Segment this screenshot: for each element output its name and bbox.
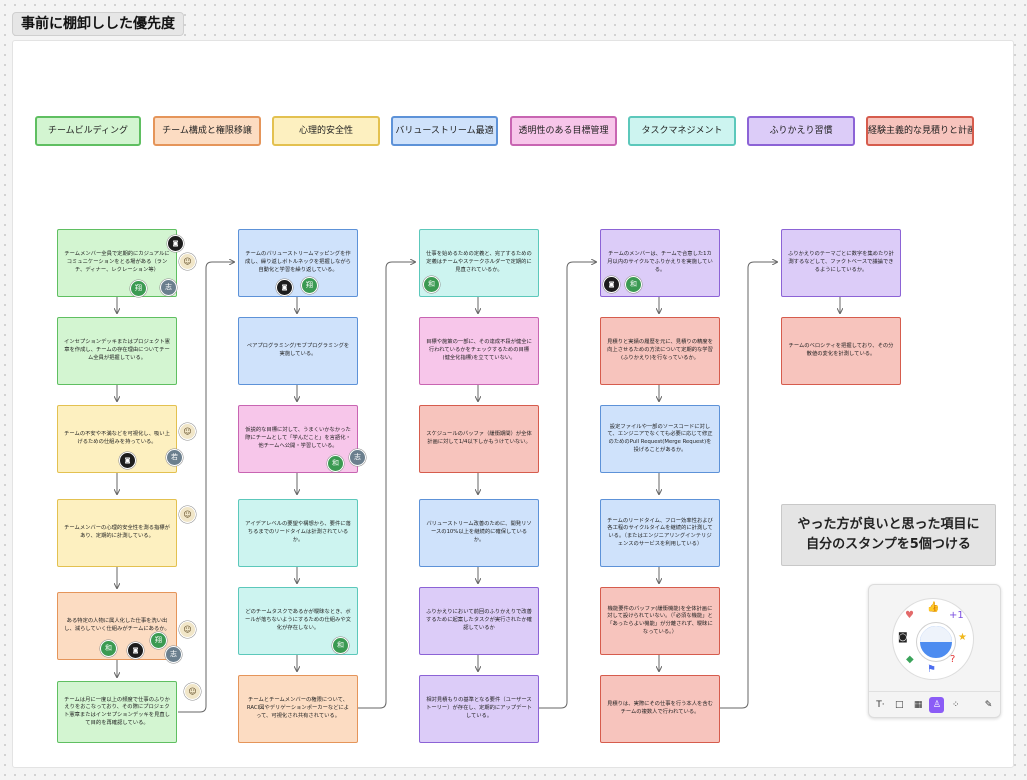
note-team-estimation[interactable]: 見積りは、実際にその仕事を行う本人を含むチームの複数人で行われている。 <box>600 675 720 743</box>
note-retro-follow-up[interactable]: ふりかえりにおいて前回のふりかえりで改善するために起案したタスクが実行されたか確… <box>419 587 539 655</box>
instruction-callout[interactable]: やった方が良いと思った項目に 自分のスタンプを5個つける <box>781 504 996 566</box>
note-velocity-variance[interactable]: チームのベロシティを把握しており、その分散値の変化を計測している。 <box>781 317 901 385</box>
note-health-metric[interactable]: 目標や施策の一部に、その達成不段が健全に行われているかをチェックするための目標(… <box>419 317 539 385</box>
callout-line-1: やった方が良いと思った項目に <box>797 516 980 532</box>
stamp-name-c[interactable]: 和 <box>332 637 349 654</box>
stamp-name-b[interactable]: 志 <box>165 646 182 663</box>
stamp-name-b[interactable]: 志 <box>349 449 366 466</box>
note-feature-buffer[interactable]: 機能要件のバッファ(緩衝機能)を全体計画に対して設けられていない。（「必須な機能… <box>600 587 720 655</box>
note-lead-time-metrics[interactable]: チームのリードタイム、フロー効率性および各工程のサイクルタイムを継続的に計測して… <box>600 499 720 567</box>
note-safety-metric[interactable]: チームメンバーの心理的安全性を測る指標があり、定期的に計測している。 <box>57 499 177 567</box>
category-goal-management[interactable]: 透明性のある目標管理 <box>510 116 617 146</box>
note-value-stream-mapping[interactable]: チームのバリューストリームマッピングを作成し、繰り返しボトルネックを把握しながら… <box>238 229 358 297</box>
category-retrospective[interactable]: ふりかえり習慣 <box>747 116 855 146</box>
avatar-stamp[interactable]: ☺ <box>179 621 196 638</box>
note-relative-estimation[interactable]: 相対見積もりの基準となる要件（ユーザーストーリー）が存在し、定期的にアップデート… <box>419 675 539 743</box>
note-pair-programming[interactable]: ペアプログラミング/モブプログラミングを実施している。 <box>238 317 358 385</box>
avatar-stamp[interactable]: ◙ <box>119 452 136 469</box>
stamp-name-b[interactable]: 志 <box>160 279 177 296</box>
note-visualize-concerns[interactable]: チームの不安や不満などを可視化し、吸い上げるための仕組みを持っている。 <box>57 405 177 473</box>
avatar-stamp[interactable]: ☺ <box>179 506 196 523</box>
category-team-building[interactable]: チームビルディング <box>35 116 141 146</box>
stamp-wheel[interactable]: 👍 +1 ★ ? ⚑ ◆ ◙ ♥ <box>893 599 973 679</box>
flag-icon[interactable]: ⚑ <box>927 664 936 675</box>
note-idea-lead-time[interactable]: アイデアレベルの要望や構想から、要件に落ちるまでのリードタイムは計測されているか… <box>238 499 358 567</box>
note-fact-based-retro[interactable]: ふりかえりのテーマごとに数字を集めたり計測するなどして、ファクトベースで議論でき… <box>781 229 901 297</box>
stamp-name-a[interactable]: 翔 <box>130 280 147 297</box>
avatar-stamp[interactable]: ☺ <box>184 683 201 700</box>
note-monthly-retro[interactable]: チームのメンバーは、チームで合意した1カ月以内のサイクルでふりかえりを実施してい… <box>600 229 720 297</box>
avatar-icon[interactable]: ◙ <box>898 632 908 643</box>
star-icon[interactable]: ★ <box>958 632 967 643</box>
avatar-stamp[interactable]: ◙ <box>127 642 144 659</box>
category-estimation[interactable]: 経験主義的な見積りと計画 <box>866 116 974 146</box>
avatar-stamp[interactable]: ◙ <box>276 279 293 296</box>
stamp-name-a[interactable]: 翔 <box>301 277 318 294</box>
sticky-tool-icon[interactable]: □ <box>894 699 904 710</box>
note-reduce-silos[interactable]: ある特定の人物に属人化した仕事を洗い出し、減らしていく仕組みがチームにあるか。 <box>57 592 177 660</box>
avatar-stamp[interactable]: ◙ <box>603 276 620 293</box>
stamp-picker-panel: 👍 +1 ★ ? ⚑ ◆ ◙ ♥ T· □ ▦ ♙ ⁘ ✎ <box>868 584 1001 718</box>
pen-tool-icon[interactable]: ✎ <box>984 699 993 710</box>
stamp-name-a[interactable]: 翔 <box>150 632 167 649</box>
avatar-stamp[interactable]: ☺ <box>179 253 196 270</box>
frame-title[interactable]: 事前に棚卸しした優先度 <box>12 12 184 36</box>
stamp-name-c[interactable]: 和 <box>625 276 642 293</box>
stamp-tool-icon[interactable]: ♙ <box>929 696 945 713</box>
note-inception-deck[interactable]: インセプションデッキまたはプロジェクト憲章を作成し、チームの存在理由についてチー… <box>57 317 177 385</box>
note-non-engineer-pr[interactable]: 設定ファイルや一部のソースコードに対して、エンジニアでなくても必要に応じて修正の… <box>600 405 720 473</box>
category-psychological-safety[interactable]: 心理的安全性 <box>272 116 380 146</box>
category-task-management[interactable]: タスクマネジメント <box>628 116 736 146</box>
category-value-stream[interactable]: バリューストリーム最適 <box>391 116 498 146</box>
thumbs-up-icon[interactable]: 👍 <box>927 602 940 613</box>
text-tool-icon[interactable]: T· <box>876 699 885 710</box>
note-raci-chart[interactable]: チームとチームメンバーの権限について、RACI図やデリゲーションポーカーなどによ… <box>238 675 358 743</box>
category-team-structure[interactable]: チーム構成と権限移譲 <box>153 116 261 146</box>
shape-icon[interactable]: ◆ <box>906 654 914 665</box>
question-icon[interactable]: ? <box>950 654 956 665</box>
table-tool-icon[interactable]: ▦ <box>913 699 923 710</box>
stamp-toolbar: T· □ ▦ ♙ ⁘ ✎ <box>869 691 1000 717</box>
note-schedule-buffer[interactable]: スケジュールのバッファ（緩衝期間）が全体計画に対して1/4以下しかもうけていない… <box>419 405 539 473</box>
stamp-name-c[interactable]: 和 <box>100 640 117 657</box>
stamp-name-c[interactable]: 和 <box>423 276 440 293</box>
stamp-name-d[interactable]: 若 <box>166 449 183 466</box>
laser-tool-icon[interactable]: ⁘ <box>951 699 960 710</box>
stamp-name-c[interactable]: 和 <box>327 455 344 472</box>
note-improvement-resources[interactable]: バリューストリーム改善のために、開発リソースの10%以上を継続的に確保しているか… <box>419 499 539 567</box>
stamp-wheel-center[interactable] <box>917 623 955 661</box>
note-estimation-accuracy[interactable]: 見積りと実績の履歴を元に、見積りの精度を向上させるための方法について定期的な学習… <box>600 317 720 385</box>
heart-icon[interactable]: ♥ <box>905 610 914 621</box>
avatar-stamp[interactable]: ☺ <box>179 423 196 440</box>
note-casual-communication[interactable]: チームメンバー全員で定期的にカジュアルにコミュニケーションをとる場がある（ランチ… <box>57 229 177 297</box>
callout-line-2: 自分のスタンプを5個つける <box>806 537 971 552</box>
avatar-stamp[interactable]: ◙ <box>167 235 184 252</box>
note-monthly-retro-charter[interactable]: チームは月に一度以上の頻度で仕事のふりかえりをおこなっており、その際にプロジェク… <box>57 681 177 743</box>
plus-one-icon[interactable]: +1 <box>949 610 964 621</box>
